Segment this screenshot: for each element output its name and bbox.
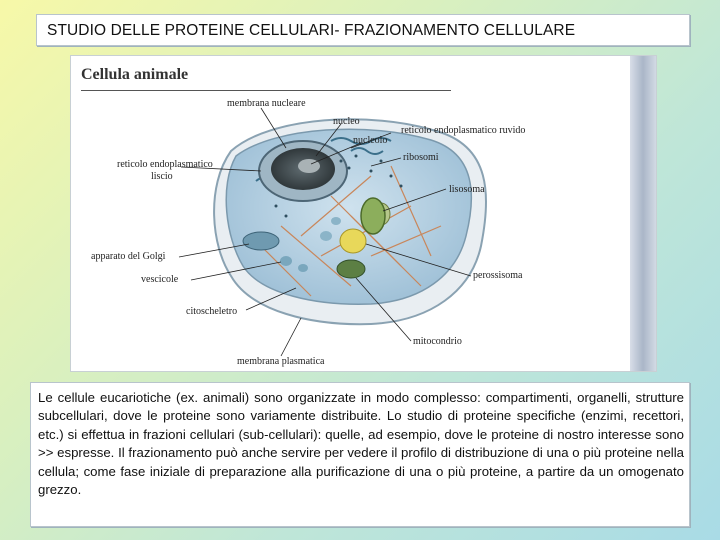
mitochondrion (336, 259, 366, 279)
cytoskeleton-strands (260, 165, 442, 297)
golgi-apparatus (242, 231, 280, 251)
label-citoscheletro: citoscheletro (186, 306, 238, 317)
mitochondrion (360, 197, 386, 235)
ribosomes (274, 154, 403, 218)
label-lisosoma: lisosoma (449, 184, 485, 195)
title-box: STUDIO DELLE PROTEINE CELLULARI- FRAZION… (36, 14, 690, 46)
nucleolus (298, 159, 320, 173)
label-reticolo-ruvido: reticolo endoplasmatico ruvido (401, 125, 526, 136)
label-reticolo-liscio: reticolo endoplasmatico (117, 159, 213, 170)
label-membrana-plasmatica: membrana plasmatica (237, 356, 325, 367)
label-perossisoma: perossisoma (473, 270, 523, 281)
vesicle (331, 217, 341, 225)
cell-illustration (178, 107, 488, 357)
description-box: Le cellule eucariotiche (ex. animali) so… (30, 382, 690, 527)
heading-underline (81, 90, 451, 91)
vesicle (280, 256, 292, 266)
label-vescicole: vescicole (141, 274, 179, 285)
label-mitocondrio: mitocondrio (413, 336, 462, 347)
label-nucleo: nucleo (333, 116, 360, 127)
label-ribosomi: ribosomi (403, 152, 439, 163)
cell-diagram: Cellula animale (70, 55, 657, 372)
label-membrana-nucleare: membrana nucleare (227, 98, 306, 109)
label-reticolo-liscio-2: liscio (151, 171, 173, 182)
label-golgi: apparato del Golgi (91, 251, 166, 262)
description-text: Le cellule eucariotiche (ex. animali) so… (38, 390, 684, 498)
figure-side-bar (630, 56, 656, 371)
page-title: STUDIO DELLE PROTEINE CELLULARI- FRAZION… (47, 22, 576, 39)
vesicle (298, 264, 308, 272)
figure-heading: Cellula animale (81, 66, 189, 83)
label-leader-lines (178, 107, 472, 357)
vesicle (320, 231, 332, 241)
label-nucleolo: nucleolo (353, 135, 388, 146)
peroxisome (339, 228, 367, 254)
